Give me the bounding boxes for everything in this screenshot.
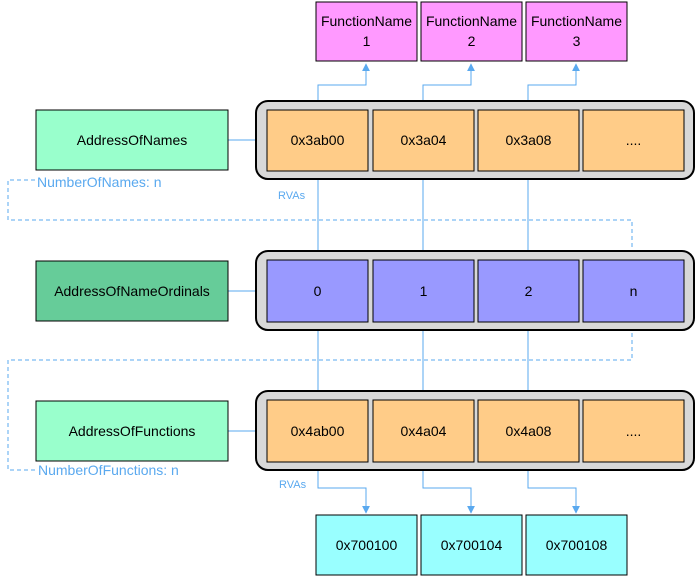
arrow-address-2 bbox=[422, 462, 475, 514]
names-cell: 0x3ab00 bbox=[291, 132, 345, 148]
function-name-line1: FunctionName bbox=[426, 13, 517, 29]
function-name-box: FunctionName 3 bbox=[525, 1, 628, 62]
functions-cell: 0x4ab00 bbox=[291, 423, 345, 439]
address-of-names-label: AddressOfNames bbox=[77, 132, 187, 148]
arrow-name-2 bbox=[422, 63, 475, 110]
function-name-line1: FunctionName bbox=[531, 13, 622, 29]
names-cell: 0x3a08 bbox=[506, 132, 552, 148]
functions-rva-label: RVAs bbox=[279, 479, 307, 491]
ordinal-cell: n bbox=[630, 283, 638, 299]
functions-cell: .... bbox=[626, 423, 642, 439]
functions-cell: 0x4a08 bbox=[506, 423, 552, 439]
names-rva-label: RVAs bbox=[278, 190, 306, 202]
ordinals-section: AddressOfNameOrdinals 0 1 2 n bbox=[35, 250, 695, 331]
functions-section: AddressOfFunctions 0x4ab00 0x4a04 0x4a08… bbox=[35, 390, 695, 491]
function-address: 0x700104 bbox=[441, 537, 503, 553]
function-name-line2: 1 bbox=[363, 33, 371, 49]
functions-cell: 0x4a04 bbox=[401, 423, 447, 439]
arrow-address-1 bbox=[317, 462, 370, 514]
function-name-row: FunctionName 1 FunctionName 2 FunctionNa… bbox=[315, 1, 628, 62]
number-of-names-label: NumberOfNames: n bbox=[37, 174, 161, 190]
function-name-box: FunctionName 2 bbox=[420, 1, 523, 62]
function-name-line1: FunctionName bbox=[321, 13, 412, 29]
function-address-row: 0x700100 0x700104 0x700108 bbox=[315, 514, 628, 576]
connectors bbox=[7, 63, 636, 514]
function-name-box: FunctionName 1 bbox=[315, 1, 418, 62]
ordinal-cell: 1 bbox=[420, 283, 428, 299]
function-name-line2: 2 bbox=[468, 33, 476, 49]
function-address: 0x700108 bbox=[546, 537, 608, 553]
address-of-functions-label: AddressOfFunctions bbox=[69, 423, 196, 439]
ordinal-cell: 0 bbox=[314, 283, 322, 299]
number-of-functions-label: NumberOfFunctions: n bbox=[38, 462, 179, 478]
dashed-number-of-names bbox=[7, 179, 636, 261]
function-address: 0x700100 bbox=[336, 537, 398, 553]
names-section: AddressOfNames 0x3ab00 0x3a04 0x3a08 ...… bbox=[35, 100, 695, 202]
dashed-number-of-functions bbox=[7, 321, 636, 471]
function-name-line2: 3 bbox=[573, 33, 581, 49]
arrow-name-1 bbox=[317, 63, 370, 110]
ordinal-cell: 2 bbox=[525, 283, 533, 299]
arrow-address-3 bbox=[527, 462, 580, 514]
names-cell: .... bbox=[626, 132, 642, 148]
names-cell: 0x3a04 bbox=[401, 132, 447, 148]
arrow-name-3 bbox=[527, 63, 580, 110]
address-of-name-ordinals-label: AddressOfNameOrdinals bbox=[54, 283, 210, 299]
